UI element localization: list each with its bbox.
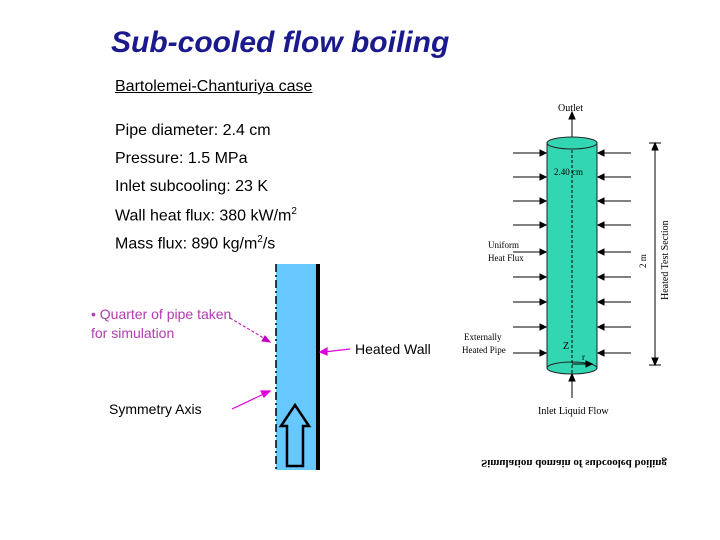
case-subtitle: Bartolemei-Chanturiya case (115, 78, 313, 95)
param-inlet-subcooling: Inlet subcooling: 23 K (115, 178, 268, 195)
length-label: 2 m (638, 254, 648, 268)
heated-pipe-schematic: Outlet 2.40 cm Uniform Heat Flux Externa… (462, 103, 671, 469)
right-heat-flux-arrows (596, 149, 631, 357)
pointer-arrow-quarter-pipe (229, 317, 272, 343)
axis-r-label: r (582, 352, 585, 362)
slide-title: Sub-cooled flow boiling (111, 26, 450, 59)
axis-z-label: Z (563, 341, 569, 352)
inlet-arrow (568, 372, 576, 398)
param-pressure: Pressure: 1.5 MPa (115, 150, 248, 167)
pointer-arrow-heated-wall (318, 346, 351, 356)
domain-rectangle (276, 264, 317, 470)
pointer-arrow-symmetry-axis (231, 390, 272, 410)
externally-label-1: Externally (464, 332, 502, 342)
param-wall-heat-flux: Wall heat flux: 380 kW/m2 (115, 206, 297, 225)
diameter-label: 2.40 cm (554, 167, 583, 177)
heated-test-section-label: Heated Test Section (660, 220, 671, 300)
inlet-label: Inlet Liquid Flow (538, 406, 609, 417)
uniform-label-1: Uniform (488, 240, 519, 250)
uniform-label-2: Heat Flux (488, 253, 524, 263)
quarter-pipe-note: • Quarter of pipe taken for simulation (91, 306, 232, 341)
heated-wall-label: Heated Wall (355, 341, 431, 357)
externally-label-2: Heated Pipe (462, 345, 506, 355)
symmetry-axis-label: Symmetry Axis (109, 401, 202, 417)
mirrored-caption: Simulation domain of subcooled boiling (481, 457, 667, 469)
param-pipe-diameter: Pipe diameter: 2.4 cm (115, 122, 271, 139)
outlet-label: Outlet (558, 103, 583, 114)
coordinate-axes (572, 360, 594, 368)
left-heat-flux-arrows (513, 149, 548, 357)
flow-direction-arrow (278, 402, 312, 468)
pipe-top (546, 136, 598, 150)
param-mass-flux: Mass flux: 890 kg/m2/s (115, 234, 276, 253)
outlet-arrow (568, 110, 576, 138)
length-dimension (649, 141, 661, 367)
